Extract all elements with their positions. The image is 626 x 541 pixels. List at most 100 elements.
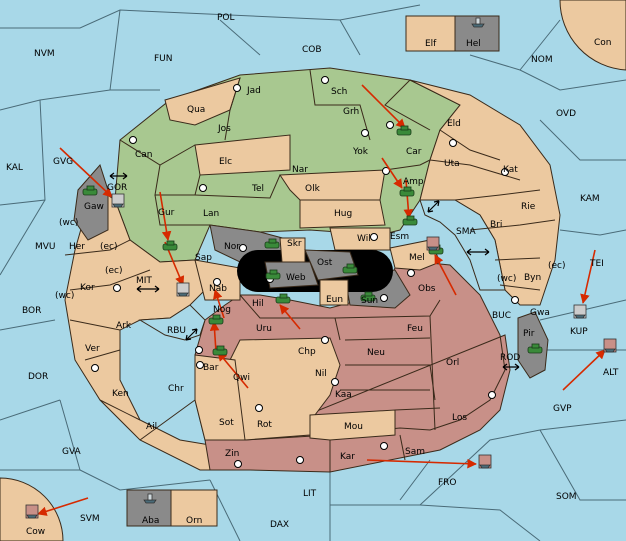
army-unit [212,345,228,356]
army-unit [275,293,291,304]
sea-label-nvm: NVM [34,49,55,59]
sea-label-dax: DAX [270,520,289,530]
fleet-unit [111,193,125,208]
region-tan-eun [319,279,349,306]
land-label-rie: Rie [521,202,536,212]
sea-labels: POL NVM FUN COB NOM OVD KAL GVG GOR MVU … [6,13,619,530]
land-label-qwi: Qwi [233,373,250,383]
land-label-aba: Aba [142,516,159,526]
land-label-tel: Tel [251,184,264,194]
sea-label-ovd: OVD [556,109,576,119]
fleet-unit [573,304,587,319]
region-tan-hug [299,199,386,229]
land-label-kaa: Kaa [335,390,352,400]
land-label-lan: Lan [203,209,219,219]
sea-label-kup: KUP [570,327,588,337]
land-label-eun: Eun [326,295,343,305]
region-tan-qua [164,77,241,126]
land-label-sun: Sun [361,296,378,306]
sea-label-bor: BOR [22,306,41,316]
sea-label-som: SOM [556,492,577,502]
land-label-zin: Zin [225,449,239,459]
land-label-bri: Bri [490,220,502,230]
land-label-kar: Kar [340,452,355,462]
army-unit [396,125,412,136]
land-label-mel: Mel [409,253,425,263]
land-label-yok: Yok [352,147,369,157]
land-label-web: Web [286,273,306,283]
fleet-unit [471,17,485,28]
sea-label-rod: ROD [500,353,520,363]
land-label-ver: Ver [85,344,100,354]
land-label-jad: Jad [246,86,261,96]
region-gray-gaw [73,164,109,241]
army-unit [264,238,280,249]
land-label-sap: Sap [195,253,212,263]
land-label-sch: Sch [331,87,347,97]
sea-label-fun: FUN [154,54,173,64]
fleet-unit [603,338,617,353]
sea-label-fro: FRO [438,478,457,488]
army-unit [265,269,281,280]
coast-marker: (wc) [497,274,516,284]
army-unit [360,291,376,302]
land-label-mou: Mou [344,422,363,432]
region-tan-con [559,0,626,71]
sea-label-mvu: MVU [35,242,56,252]
army-unit [162,240,178,251]
fleet-unit [25,504,39,519]
land-label-byn: Byn [524,273,541,283]
sea-label-gvg: GVG [53,157,73,167]
sea-label-svm: SVM [80,514,100,524]
fleet-unit [478,454,492,469]
land-label-ken: Ken [112,389,129,399]
land-label-her: Her [69,242,85,252]
land-label-hug: Hug [334,209,352,219]
sea-label-alt: ALT [603,368,619,378]
channel-rbu [138,304,206,341]
region-tan-orn [170,489,218,527]
sea-label-kal: KAL [6,163,23,173]
sea-label-lit: LIT [303,489,317,499]
land-label-uru: Uru [256,324,272,334]
land-label-nil: Nil [315,369,327,379]
coast-marker: (ec) [100,242,118,252]
land-label-qua: Qua [187,105,205,115]
land-label-chp: Chp [298,347,316,357]
land-label-orl: Orl [446,358,459,368]
army-unit [82,185,98,196]
land-label-elc: Elc [219,157,232,167]
adjacency-markers [109,172,520,371]
channel-sma [419,199,506,291]
sea-label-kam: KAM [580,194,600,204]
sea-label-mit: MIT [136,276,152,286]
land-label-nar: Nar [292,165,308,175]
land-label-hil: Hil [252,299,264,309]
land-label-car: Car [406,147,422,157]
sea-label-rbu: RBU [167,326,186,336]
army-unit [527,343,543,354]
region-tan-elf [405,15,456,52]
army-unit [399,186,415,197]
fleet-unit [176,282,190,297]
land-label-can: Can [135,150,153,160]
fleet-units [25,17,617,519]
land-label-sam: Sam [405,447,425,457]
sea-label-gor: GOR [107,183,127,193]
sea-label-buc: BUC [492,311,511,321]
sea-label-cob: COB [302,45,322,55]
land-label-ark: Ark [116,321,132,331]
land-label-kat: Kat [503,165,518,175]
sea-label-dor: DOR [28,372,48,382]
land-label-nor: Nor [224,242,240,252]
land-label-esm: Esm [390,232,409,242]
land-label-grh: Grh [343,107,359,117]
coast-marker: (wc) [59,218,78,228]
sea-label-pol: POL [217,13,235,23]
land-label-con: Con [594,38,612,48]
sea-label-sma: SMA [456,227,476,237]
region-tan-mou [309,409,396,441]
land-label-hel: Hel [466,39,481,49]
land-label-gwa: Gwa [530,308,550,318]
